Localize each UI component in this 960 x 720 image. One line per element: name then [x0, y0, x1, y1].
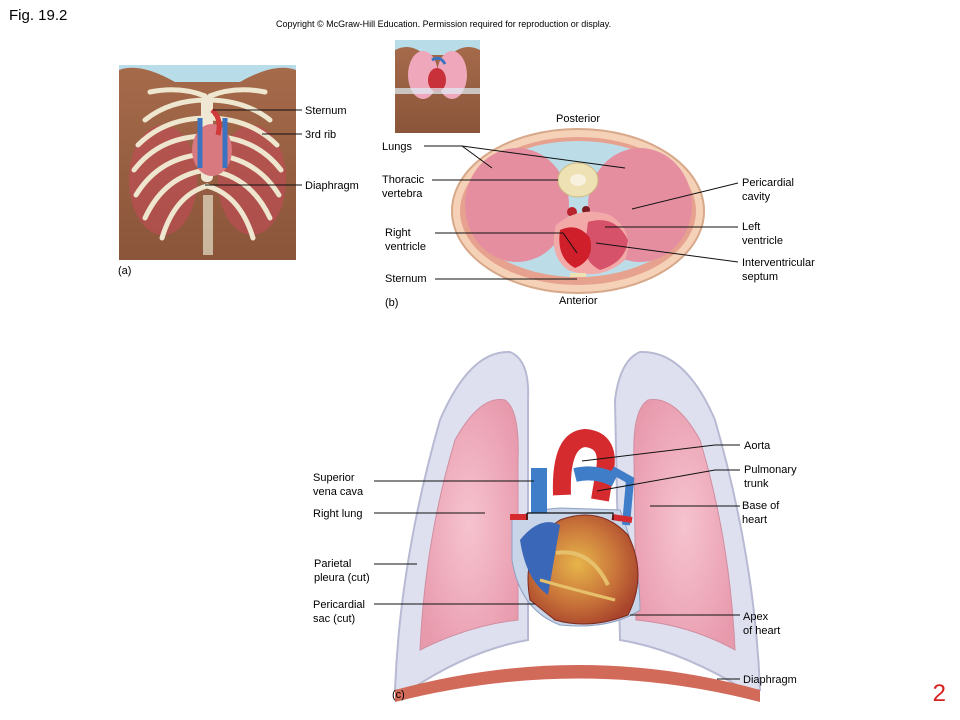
label-right-lung: Right lung — [313, 508, 363, 520]
copyright-notice: Copyright © McGraw-Hill Education. Permi… — [276, 19, 612, 29]
label-base-of-heart: Base of heart — [742, 500, 780, 526]
label-3rd-rib: 3rd rib — [305, 129, 337, 141]
label-superior-vena-cava: Superior vena cava — [313, 472, 364, 498]
label-pericardial-sac: Pericardial sac (cut) — [313, 599, 365, 625]
panel-tag-c: (c) — [392, 689, 405, 701]
label-right-ventricle: Right ventricle — [385, 227, 426, 253]
label-lungs: Lungs — [382, 141, 412, 153]
panel-tag-a: (a) — [118, 265, 132, 277]
torso-inset-illustration — [395, 40, 480, 134]
label-left-ventricle: Left ventricle — [742, 221, 783, 247]
label-thoracic-vertebra: Thoracic vertebra — [382, 174, 425, 200]
label-anterior: Anterior — [559, 295, 598, 307]
torso-ribcage-illustration — [119, 65, 296, 260]
label-apex-of-heart: Apex of heart — [743, 611, 781, 637]
label-pulmonary-trunk: Pulmonary trunk — [744, 464, 797, 490]
label-aorta: Aorta — [744, 440, 771, 452]
label-interventricular-septum: Interventricular septum — [742, 257, 815, 283]
label-diaphragm-c: Diaphragm — [743, 674, 797, 686]
label-posterior: Posterior — [556, 113, 601, 125]
thorax-cross-section-illustration — [451, 128, 705, 294]
slide-number: 2 — [932, 680, 946, 707]
leader-lines — [205, 109, 740, 680]
label-sternum-b: Sternum — [385, 273, 427, 285]
figure-number: Fig. 19.2 — [9, 7, 68, 24]
label-diaphragm-a: Diaphragm — [305, 180, 359, 192]
label-parietal-pleura: Parietal pleura (cut) — [314, 558, 370, 584]
heart-lungs-illustration — [393, 350, 762, 702]
panel-tag-b: (b) — [385, 297, 399, 309]
label-pericardial-cavity: Pericardial cavity — [742, 177, 794, 203]
label-sternum-a: Sternum — [305, 105, 347, 117]
